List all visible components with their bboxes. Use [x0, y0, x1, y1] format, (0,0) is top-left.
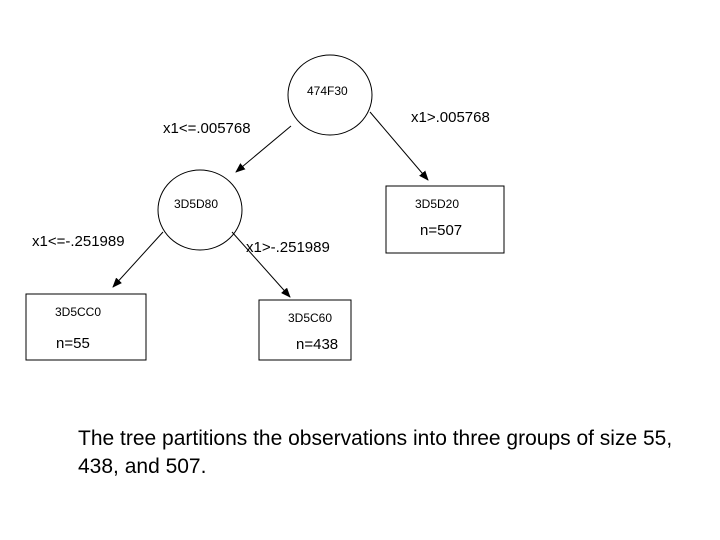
root-node [287, 54, 373, 136]
left-left-leaf-label: 3D5CC0 [55, 305, 102, 319]
left-left-leaf-count: n=55 [56, 335, 90, 352]
edge-label-left-left: x1<=-.251989 [32, 233, 125, 250]
edge-arrow-root-right [369, 111, 429, 181]
edge-arrow-left-left [112, 231, 164, 288]
edge-label-root-left: x1<=.005768 [163, 120, 251, 137]
left-right-leaf-count: n=438 [296, 336, 339, 353]
left-left-leaf-box [25, 293, 147, 361]
right-leaf-box [385, 185, 505, 254]
right-leaf-label: 3D5D20 [415, 197, 460, 211]
diagram-caption: The tree partitions the observations int… [78, 427, 673, 478]
edge-label-left-right: x1>-.251989 [246, 239, 330, 256]
left-node-label: 3D5D80 [174, 197, 219, 211]
left-right-leaf-box [258, 299, 352, 361]
root-node-label: 474F30 [307, 84, 348, 98]
edge-arrow-root-left [235, 125, 292, 173]
right-leaf-count: n=507 [420, 222, 463, 239]
edge-label-root-right: x1>.005768 [411, 109, 490, 126]
left-node [157, 169, 243, 251]
edge-arrow-left-right [231, 231, 291, 298]
left-right-leaf-label: 3D5C60 [288, 311, 333, 325]
